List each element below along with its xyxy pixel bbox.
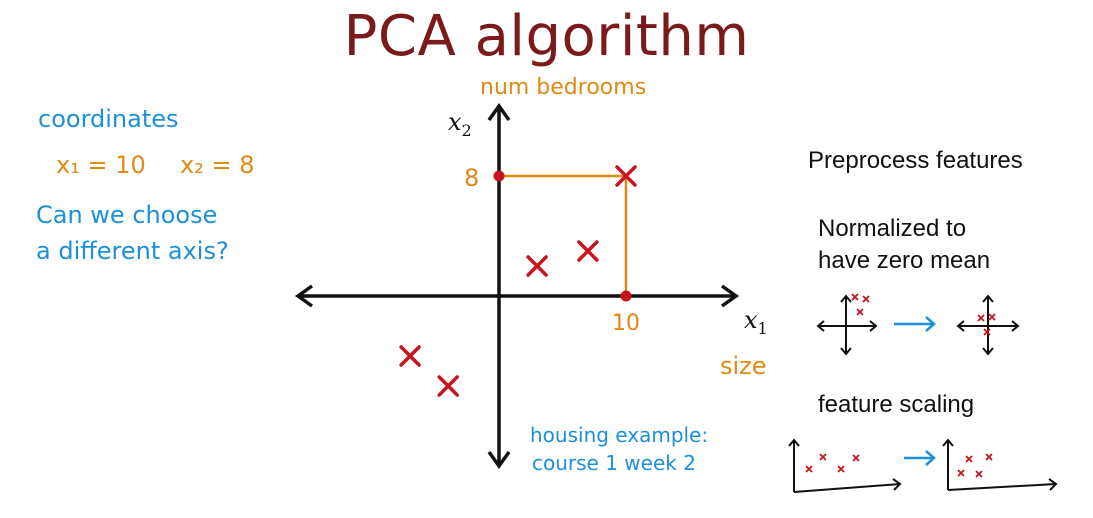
page-title: PCA algorithm <box>343 4 750 69</box>
scaling-before-diagram <box>788 438 902 493</box>
x-feature-label: size <box>720 352 767 380</box>
data-point <box>615 165 637 187</box>
normalization-after-diagram <box>956 294 1020 356</box>
scaling-after-points <box>957 453 993 478</box>
scaling-after-diagram <box>942 438 1058 491</box>
projection-dot-y <box>493 170 505 182</box>
normalization-arrow <box>894 316 936 332</box>
normalization-after-points <box>977 313 996 336</box>
normalization-before-points <box>851 293 870 316</box>
normalized-line-2: have zero mean <box>818 247 991 274</box>
question-line-2: a different axis? <box>36 237 229 265</box>
footnote-line-2: course 1 week 2 <box>532 451 696 475</box>
y-axis-bottom-arrow <box>487 450 511 470</box>
x-axis-left-arrow <box>294 284 314 308</box>
scaling-before-points <box>805 453 860 473</box>
y-axis-name-main: x <box>448 108 462 136</box>
footnote-line-1: housing example: <box>530 423 708 447</box>
data-point <box>577 240 599 262</box>
preprocess-heading: Preprocess features <box>808 147 1023 174</box>
x-axis-name: x1 <box>744 306 768 338</box>
y-axis-name-sub: 2 <box>461 120 472 140</box>
x-axis-name-main: x <box>744 306 758 334</box>
y-feature-label: num bedrooms <box>480 75 646 100</box>
feature-scaling-label: feature scaling <box>818 391 975 418</box>
data-point <box>526 255 548 277</box>
x-axis-right-arrow <box>720 284 740 308</box>
question-line-1: Can we choose <box>36 201 218 229</box>
scaling-arrow <box>904 450 936 466</box>
data-point <box>399 345 421 367</box>
coordinate-x2: x₂ = 8 <box>180 151 255 179</box>
y-axis-top-arrow <box>487 102 511 122</box>
coordinate-x1: x₁ = 10 <box>56 151 146 179</box>
x-axis-name-sub: 1 <box>757 318 768 338</box>
coordinates-heading: coordinates <box>38 105 179 133</box>
y-axis-name: x2 <box>448 108 472 140</box>
normalized-line-1: Normalized to <box>818 215 967 242</box>
tick-label-y: 8 <box>464 164 479 192</box>
tick-label-x: 10 <box>612 311 640 336</box>
projection-dot-x <box>620 290 632 302</box>
data-point <box>437 375 459 397</box>
normalization-before-diagram <box>816 294 878 356</box>
data-points <box>399 165 637 397</box>
